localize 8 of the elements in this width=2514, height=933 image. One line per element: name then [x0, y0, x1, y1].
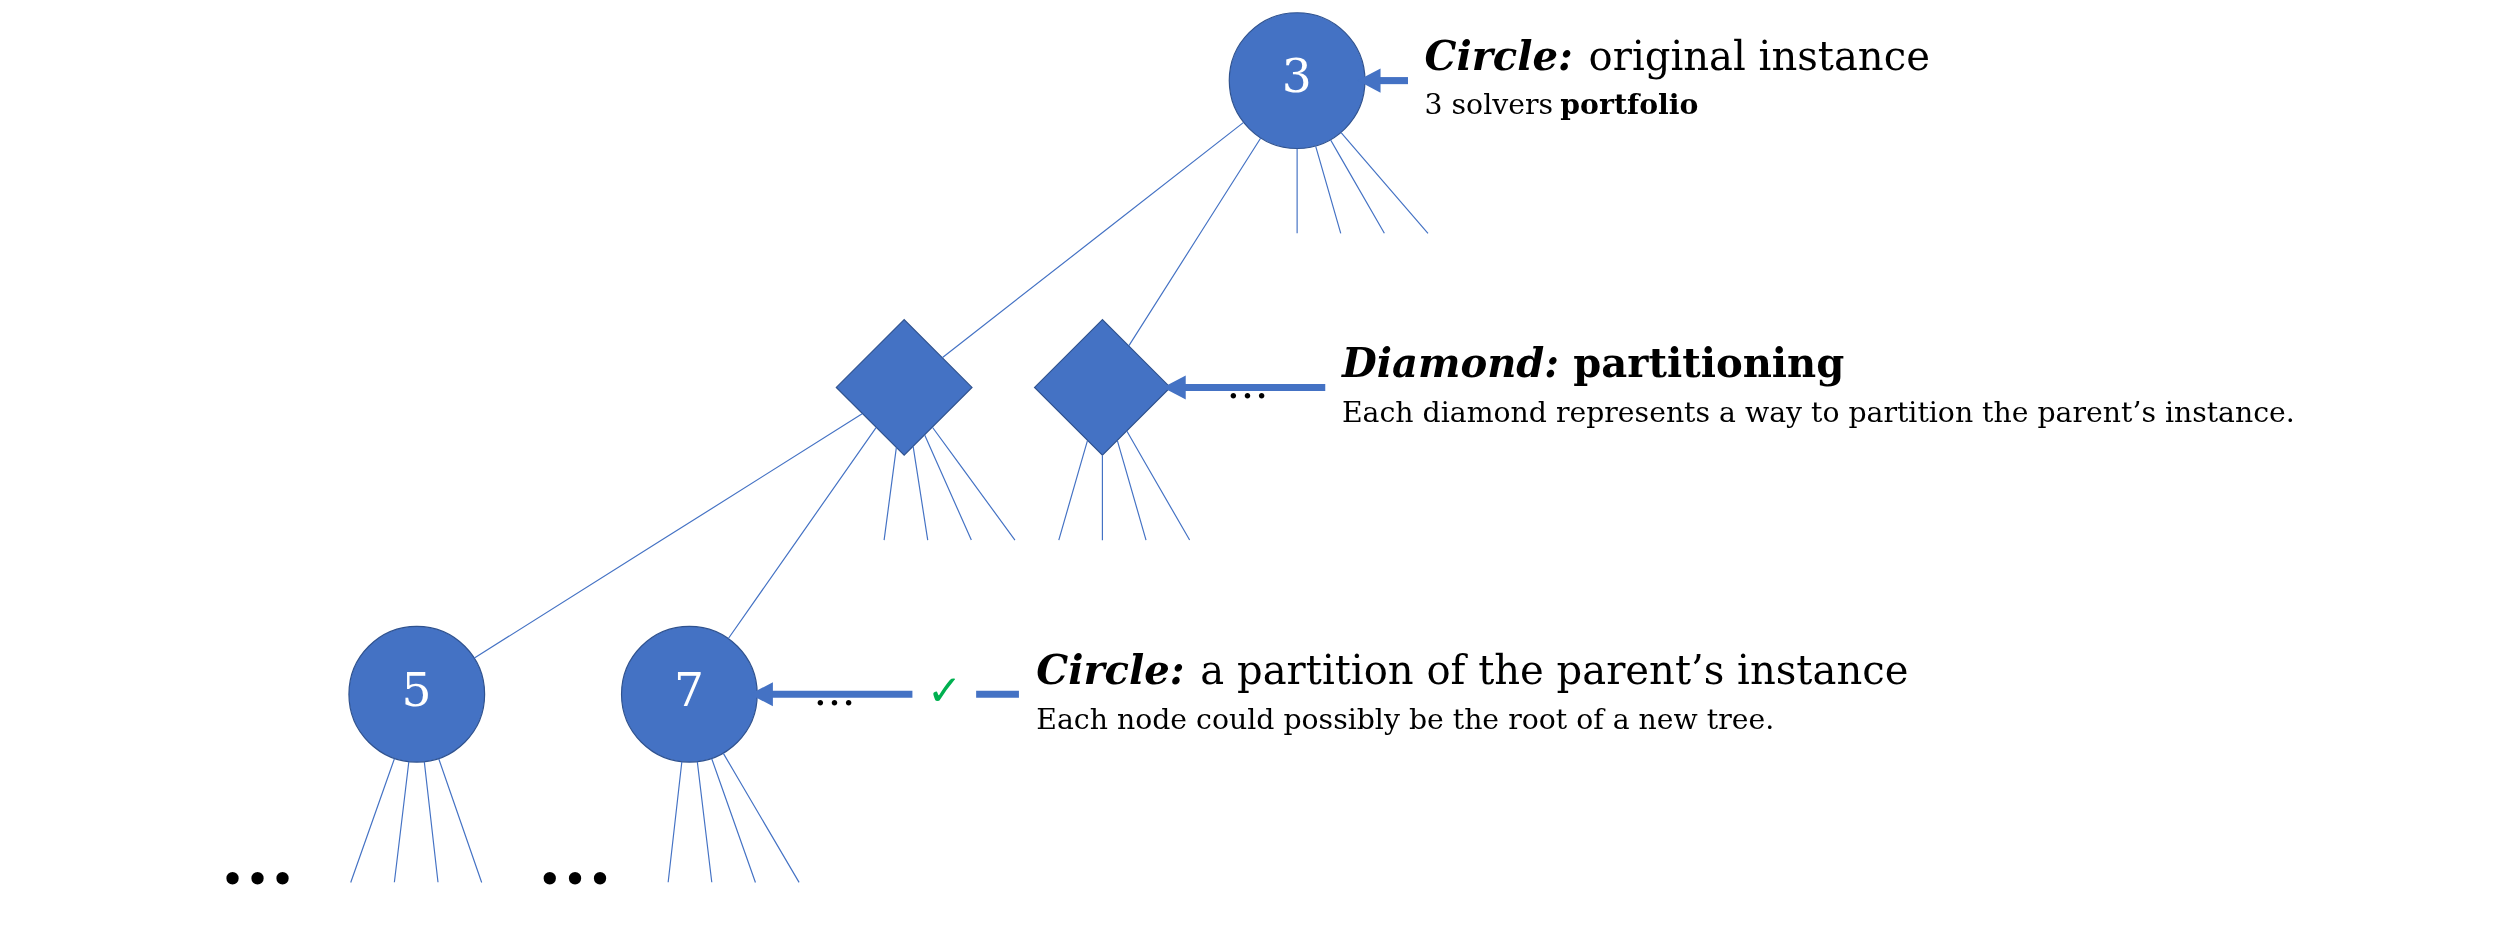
node-text: Diamond: partitioning Each diamond represents a way to partition the parent’s instance. [1341, 339, 2295, 429]
label: … [1226, 358, 1269, 408]
label: ✓ [926, 665, 962, 715]
node-text: Circle: a partition of the parent’s instance Each node could possibly be the root of a new tree. [1036, 645, 1909, 736]
label: … [813, 665, 856, 715]
label: ••• [219, 855, 296, 905]
node-text: Circle: original instance 3 solvers portfolio [1424, 32, 1930, 121]
label: ••• [537, 855, 613, 905]
